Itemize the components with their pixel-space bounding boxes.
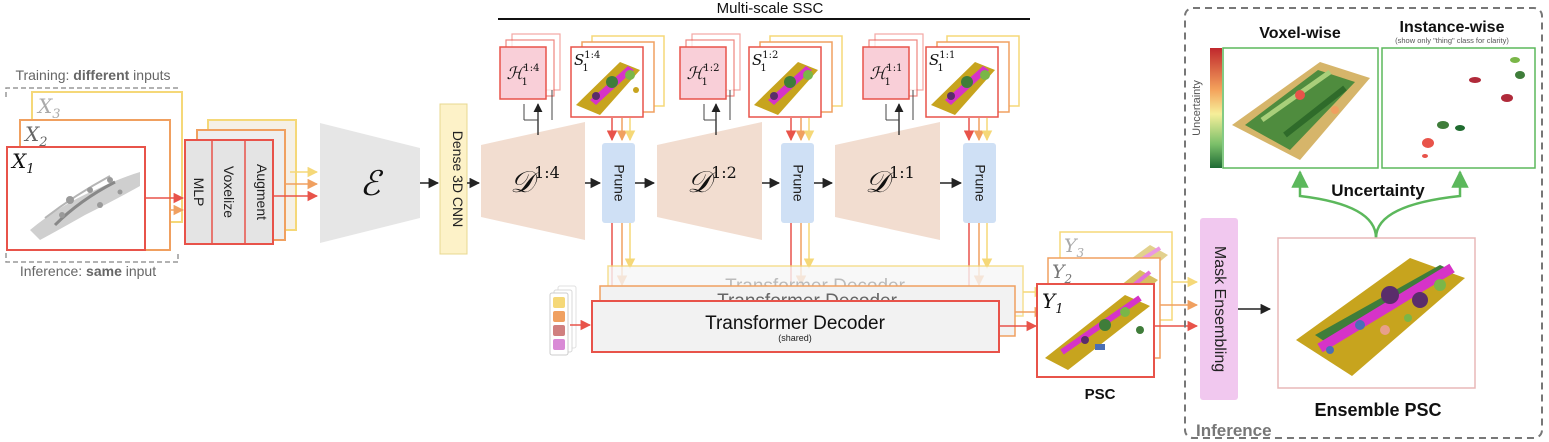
input-x1-label: X1: [10, 149, 35, 177]
voxelize-label: Voxelize: [221, 166, 237, 218]
head-1-1-links: [885, 90, 914, 121]
input-x3-label: X3: [36, 94, 61, 122]
query-tokens: [549, 285, 577, 356]
instance-wise-title: Instance-wise: [1400, 19, 1505, 36]
training-label: Training: different inputs: [15, 67, 170, 83]
input-x2-label: X2: [23, 122, 48, 150]
preprocess-frame-1: [184, 139, 274, 245]
ssc-1-1-image: [931, 62, 995, 115]
svg-text:Inference: same input: Inference: same input: [20, 263, 156, 279]
ensemble-psc-label: Ensemble PSC: [1314, 400, 1441, 420]
prune-1-4: [602, 143, 635, 223]
inference-panel-title: Inference: [1196, 421, 1272, 440]
head-1-2: [679, 46, 727, 100]
voxel-wise-image: [1232, 62, 1370, 160]
ssc-1-4-image: [576, 62, 640, 115]
multiscale-title: Multi-scale SSC: [717, 0, 824, 17]
inference-bracket: [5, 253, 179, 263]
head-1-4-links: [523, 90, 553, 121]
augment-label: Augment: [254, 164, 270, 220]
prune-1-2: [781, 143, 814, 223]
prune-1-1-label: Prune: [972, 164, 988, 202]
svg-text:Training: different inputs: Training: different inputs: [15, 67, 170, 83]
arrow-uncertainty-instance: [1374, 170, 1469, 239]
output-y3-label: Y3: [1064, 235, 1085, 260]
mask-ensembling-block: [1200, 218, 1238, 400]
output-y1-image: [1045, 295, 1150, 370]
head-1-4: [499, 46, 547, 100]
prune-1-1: [963, 143, 996, 223]
instance-wise-image: [1422, 57, 1525, 158]
transformer-shared-label: (shared): [778, 333, 812, 343]
ssc-1-2-image: [754, 62, 818, 115]
prune-1-4-label: Prune: [611, 164, 627, 202]
dense-cnn-label: Dense 3D CNN: [450, 131, 466, 227]
instance-wise-note: (show only "thing" class for clarity): [1395, 36, 1509, 45]
point-cloud-image: [30, 172, 140, 240]
output-y1-label: Y1: [1042, 289, 1063, 317]
uncertainty-label: Uncertainty: [1331, 181, 1425, 200]
decoder-1-2: [657, 122, 762, 240]
output-y2-label: Y2: [1052, 261, 1072, 286]
transformer-decoder-label: Transformer Decoder: [705, 313, 886, 334]
head-1-1: [862, 46, 910, 100]
instance-wise-panel: [1381, 47, 1536, 169]
inference-panel: [1184, 7, 1543, 439]
prune-1-2-label: Prune: [790, 164, 806, 202]
input-frame-x1: [6, 146, 146, 251]
arrow-uncertainty-voxel: [1291, 170, 1378, 239]
dense-cnn-block: [439, 103, 468, 255]
encoder-symbol: ℰ: [360, 164, 384, 204]
ensemble-psc-image: [1296, 258, 1465, 376]
uncertainty-axis-label: Uncertainty: [1191, 80, 1203, 136]
head-1-2-links: [703, 90, 731, 121]
decoder-1-1: [835, 122, 940, 240]
voxel-wise-title: Voxel-wise: [1259, 25, 1341, 42]
inference-label: Inference: same input: [20, 263, 156, 279]
psc-label: PSC: [1085, 386, 1116, 403]
mask-ensembling-label: Mask Ensembling: [1211, 246, 1228, 372]
mlp-label: MLP: [191, 178, 207, 207]
uncertainty-colorbar: [1210, 48, 1222, 168]
encoder-block: [320, 123, 420, 243]
decoder-1-4: [481, 122, 585, 240]
